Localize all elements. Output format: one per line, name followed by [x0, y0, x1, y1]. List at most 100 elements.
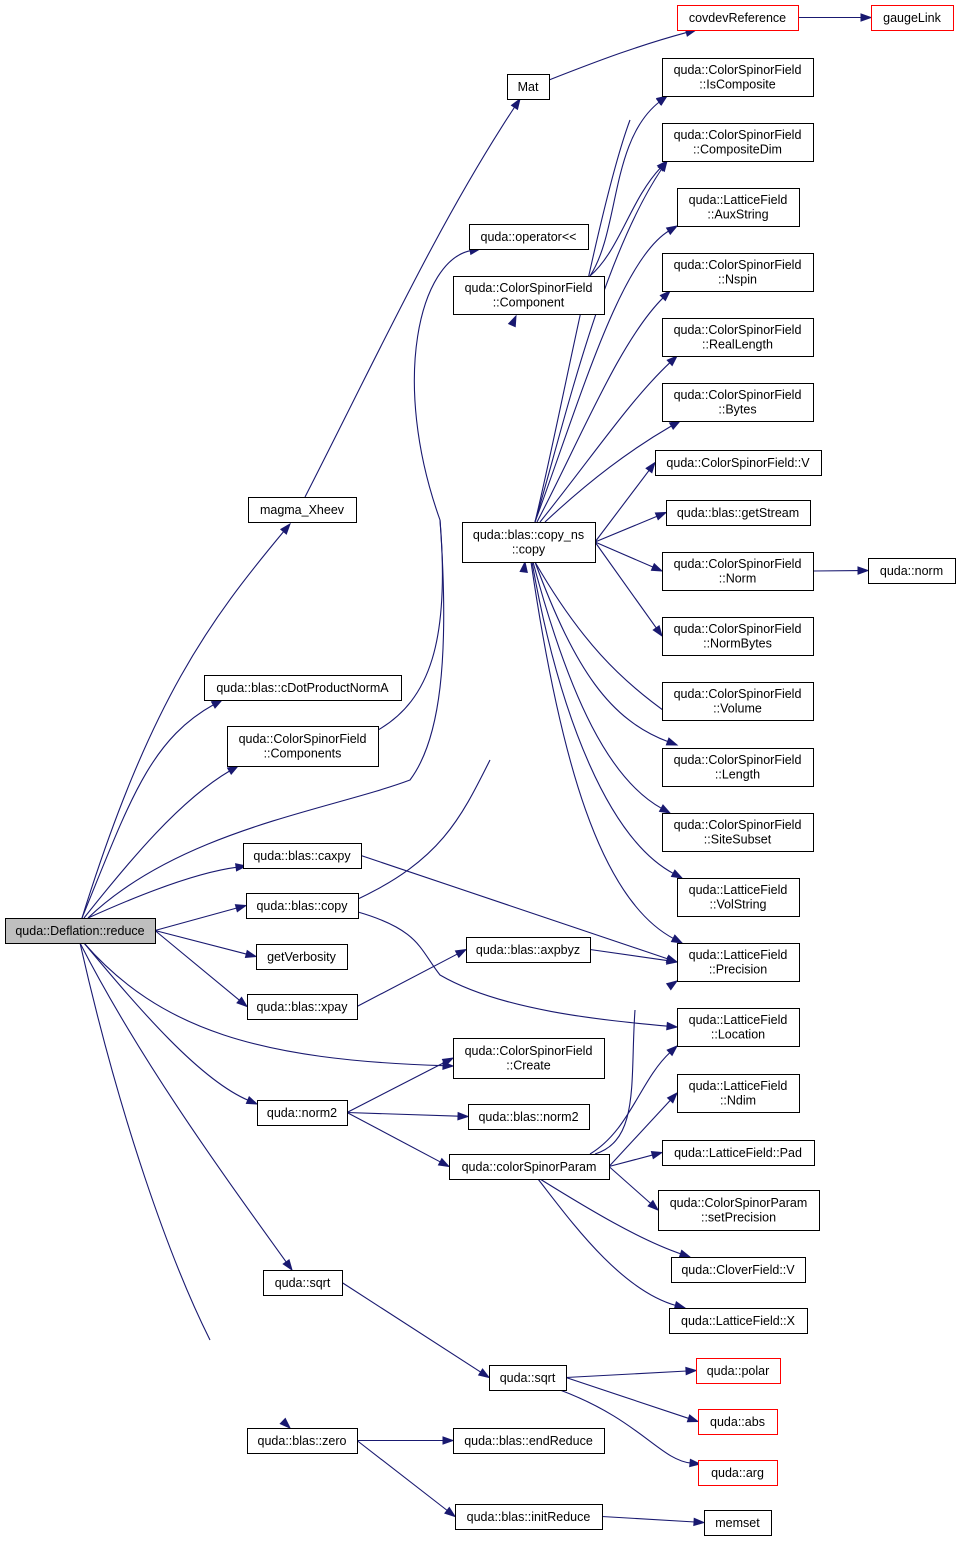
node-cDotProductNormA[interactable]: quda::blas::cDotProductNormA	[204, 675, 402, 701]
node-latticeField_X[interactable]: quda::LatticeField::X	[669, 1308, 808, 1334]
edge-line	[154, 930, 241, 1002]
node-label: memset	[715, 1516, 760, 1530]
node-axpbyz[interactable]: quda::blas::axpbyz	[466, 937, 591, 963]
node-Mat[interactable]: Mat	[507, 74, 550, 100]
node-create[interactable]: quda::ColorSpinorField::Create	[453, 1038, 605, 1079]
edge-line	[81, 703, 215, 919]
edge-deflation_reduce-to-caxpy	[87, 863, 248, 919]
edge-line	[589, 167, 662, 277]
node-blas_norm2[interactable]: quda::blas::norm2	[468, 1104, 590, 1130]
edge-arrowhead	[678, 1249, 692, 1258]
node-location[interactable]: quda::LatticeField::Location	[677, 1008, 800, 1047]
node-getStream[interactable]: quda::blas::getStream	[666, 500, 811, 526]
edge-colorSpinorParam-to-precision	[594, 980, 679, 1155]
edge-line	[79, 942, 288, 1264]
node-label: quda::ColorSpinorField	[674, 323, 802, 337]
node-pad[interactable]: quda::LatticeField::Pad	[662, 1140, 815, 1166]
edge-copy_ns_copy-to-siteSubset	[532, 561, 672, 814]
edge-deflation_reduce-to-zero	[79, 942, 292, 1430]
node-cloverField_V[interactable]: quda::CloverField::V	[671, 1257, 806, 1283]
node-label: quda::sqrt	[500, 1371, 556, 1385]
node-label: ::Norm	[719, 572, 757, 586]
edge-arrowhead	[657, 159, 668, 173]
node-component[interactable]: quda::ColorSpinorField::Component	[453, 276, 605, 315]
node-xpay[interactable]: quda::blas::xpay	[247, 994, 358, 1020]
node-normBytes[interactable]: quda::ColorSpinorField::NormBytes	[662, 617, 814, 656]
node-box	[257, 1100, 348, 1126]
node-covdevReference[interactable]: covdevReference	[677, 5, 799, 31]
node-magma_Xheev[interactable]: magma_Xheev	[248, 497, 357, 523]
edge-arrowhead	[236, 996, 249, 1008]
edge-arrowhead	[685, 1366, 698, 1376]
node-sqrt2[interactable]: quda::sqrt	[489, 1365, 567, 1391]
edge-arrowhead	[444, 1506, 457, 1518]
node-box	[669, 1308, 808, 1334]
node-endReduce[interactable]: quda::blas::endReduce	[453, 1428, 605, 1454]
node-ndim[interactable]: quda::LatticeField::Ndim	[677, 1074, 800, 1113]
node-quda_norm[interactable]: quda::norm	[868, 558, 956, 584]
edge-line	[534, 230, 670, 523]
node-initReduce[interactable]: quda::blas::initReduce	[455, 1504, 603, 1530]
edge-arrowhead	[666, 1091, 679, 1104]
node-csf_V[interactable]: quda::ColorSpinorField::V	[655, 450, 822, 476]
node-operator_lshift[interactable]: quda::operator<<	[469, 224, 589, 250]
node-colorSpinorParam[interactable]: quda::colorSpinorParam	[449, 1154, 610, 1180]
node-setPrecision[interactable]: quda::ColorSpinorParam::setPrecision	[658, 1190, 820, 1231]
edge-csf_norm-to-quda_norm	[812, 566, 870, 575]
node-label: quda::blas::copy	[256, 899, 348, 913]
node-bytes[interactable]: quda::ColorSpinorField::Bytes	[662, 383, 814, 422]
node-getVerbosity[interactable]: getVerbosity	[256, 944, 348, 970]
node-box	[247, 994, 358, 1020]
edge-colorSpinorParam-to-ndim	[608, 1091, 679, 1167]
edge-line	[601, 1515, 696, 1523]
node-box	[696, 1358, 781, 1384]
node-norm2[interactable]: quda::norm2	[257, 1100, 348, 1126]
edge-line	[594, 541, 654, 568]
node-box	[248, 497, 357, 523]
edge-deflation_reduce-to-xpay	[154, 930, 249, 1008]
node-gaugeLink[interactable]: gaugeLink	[871, 5, 954, 31]
node-copy_ns_copy[interactable]: quda::blas::copy_ns::copy	[462, 522, 596, 563]
node-label: quda::polar	[707, 1364, 770, 1378]
node-abs[interactable]: quda::abs	[698, 1409, 778, 1435]
node-volume[interactable]: quda::ColorSpinorField::Volume	[662, 682, 814, 721]
node-precision[interactable]: quda::LatticeField::Precision	[677, 943, 800, 982]
edge-line	[548, 31, 688, 81]
node-siteSubset[interactable]: quda::ColorSpinorField::SiteSubset	[662, 813, 814, 852]
node-layer: quda::Deflation::reduce covdevReference ga…	[5, 5, 956, 1536]
node-blas_copy[interactable]: quda::blas::copy	[246, 893, 359, 919]
node-box	[662, 58, 814, 97]
edge-sqrt1-to-sqrt2	[341, 1282, 491, 1379]
edge-line	[559, 1389, 692, 1464]
node-isComposite[interactable]: quda::ColorSpinorField::IsComposite	[662, 58, 814, 97]
edge-magma_Xheev-to-Mat	[304, 97, 521, 498]
edge-line	[81, 530, 285, 919]
node-realLength[interactable]: quda::ColorSpinorField::RealLength	[662, 318, 814, 357]
node-auxString[interactable]: quda::LatticeField::AuxString	[677, 188, 800, 227]
node-zero[interactable]: quda::blas::zero	[247, 1428, 358, 1454]
node-volString[interactable]: quda::LatticeField::VolString	[677, 878, 800, 917]
node-sqrt1[interactable]: quda::sqrt	[263, 1270, 343, 1296]
node-csf_norm[interactable]: quda::ColorSpinorField::Norm	[662, 552, 814, 591]
node-nspin[interactable]: quda::ColorSpinorField::Nspin	[662, 253, 814, 292]
node-deflation_reduce[interactable]: quda::Deflation::reduce	[5, 918, 156, 944]
edge-arrowhead	[665, 956, 679, 965]
node-memset[interactable]: memset	[704, 1510, 772, 1536]
node-components[interactable]: quda::ColorSpinorField::Components	[227, 726, 379, 767]
edge-line	[531, 561, 675, 875]
node-label: ::Precision	[709, 963, 767, 977]
node-polar[interactable]: quda::polar	[696, 1358, 781, 1384]
edge-line	[83, 770, 231, 919]
node-length[interactable]: quda::ColorSpinorField::Length	[662, 748, 814, 787]
node-caxpy[interactable]: quda::blas::caxpy	[243, 843, 362, 869]
edge-line	[530, 561, 675, 940]
node-label: quda::colorSpinorParam	[462, 1160, 597, 1174]
edge-norm2-to-colorSpinorParam	[346, 1112, 451, 1168]
edge-arrowhead	[668, 420, 682, 430]
edge-layer	[79, 13, 873, 1527]
node-compositeDim[interactable]: quda::ColorSpinorField::CompositeDim	[662, 123, 814, 162]
node-label: quda::LatticeField	[689, 193, 788, 207]
edge-line	[534, 119, 631, 523]
node-arg[interactable]: quda::arg	[698, 1460, 778, 1486]
